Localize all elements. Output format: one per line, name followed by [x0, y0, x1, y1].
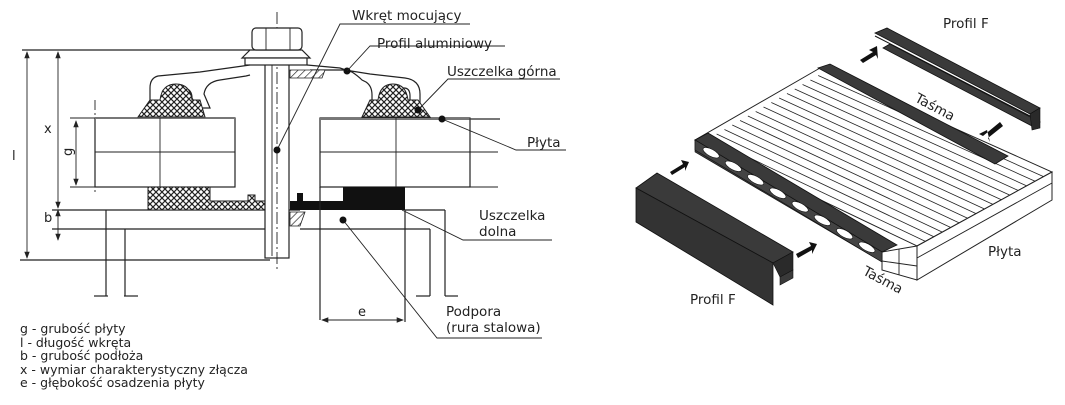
- label-plate: Płyta: [527, 135, 561, 151]
- tape-hole: [702, 147, 720, 159]
- plate-rib: [716, 133, 935, 238]
- lower-gasket-left: [147, 186, 278, 211]
- dimension-e-label: e: [358, 305, 366, 320]
- substrate: [52, 209, 300, 297]
- legend-item: e - głębokość osadzenia płyty: [20, 375, 205, 391]
- plate-rib: [763, 106, 985, 210]
- plate-rib: [732, 124, 951, 228]
- dimension-b: b: [44, 209, 61, 241]
- support-tube: [289, 187, 458, 322]
- dimension-g-label: g: [61, 148, 76, 156]
- plate-right: [319, 117, 500, 188]
- assembly-arrows: [670, 46, 1003, 258]
- plate-rib: [747, 115, 968, 219]
- label-lower-gasket-line2: dolna: [479, 224, 516, 240]
- screw: [240, 12, 312, 270]
- label-upper-gasket: Uszczelka górna: [447, 64, 557, 80]
- dimension-x-label: x: [44, 122, 52, 137]
- plate-rib: [771, 102, 994, 205]
- label-support-line1: Podpora: [446, 304, 501, 320]
- tape-hole: [724, 160, 742, 172]
- label-profile-f-bottom: Profil F: [690, 292, 736, 308]
- arrow-icon: [860, 46, 878, 63]
- plate-rib: [739, 120, 960, 224]
- plate-rib: [786, 93, 1010, 196]
- dimension-l: l: [12, 51, 30, 259]
- tape-top: [816, 63, 1009, 165]
- plate-rib: [724, 129, 943, 233]
- plate-rib: [778, 97, 1002, 201]
- legend-item: l - długość wkręta: [20, 334, 132, 350]
- tape-hole: [791, 201, 809, 213]
- legend-item: b - grubość podłoża: [20, 348, 144, 364]
- tape-hole: [836, 228, 854, 240]
- tape-hole: [747, 174, 765, 186]
- tape-hole: [813, 214, 831, 226]
- plate-rib: [755, 111, 977, 214]
- leader-lines: [273, 23, 566, 339]
- arrow-icon: [670, 160, 689, 175]
- tape-hole: [769, 187, 787, 199]
- lower-gasket-right: [290, 187, 405, 210]
- dimension-b-label: b: [44, 211, 52, 226]
- label-support-line2: (rura stalowa): [446, 320, 541, 336]
- profile-f-top: [874, 27, 1041, 131]
- dimension-x: x: [44, 51, 61, 209]
- plate-left: [94, 117, 236, 188]
- label-screw: Wkręt mocujący: [352, 8, 461, 24]
- profile-f-bottom: [635, 172, 794, 306]
- label-lower-gasket-line1: Uszczelka: [479, 208, 545, 224]
- dimension-e: e: [321, 305, 404, 323]
- cross-section-drawing: l x g b: [12, 8, 566, 339]
- dimension-legend: g - grubość płyty l - długość wkręta b -…: [20, 322, 248, 390]
- dimension-g: g: [61, 117, 95, 188]
- tape-front: [694, 132, 898, 263]
- legend-item: g - grubość płyty: [20, 321, 126, 336]
- legend-item: x - wymiar charakterystyczny złącza: [20, 361, 248, 377]
- upper-gasket-right: [361, 83, 431, 118]
- dimension-l-label: l: [12, 149, 16, 164]
- label-plate-iso: Płyta: [988, 244, 1022, 260]
- tape-hole: [858, 241, 876, 253]
- plate-rib: [802, 84, 1027, 187]
- plate-rib: [810, 79, 1036, 182]
- isometric-drawing: Profil F Taśma Płyta Taśma Profil F: [635, 16, 1054, 308]
- upper-gasket-left: [137, 83, 206, 118]
- label-profile-f-top: Profil F: [943, 16, 989, 32]
- label-aluminium-profile: Profil aluminiowy: [377, 36, 492, 52]
- arrow-icon: [979, 122, 1003, 142]
- plate-rib: [794, 88, 1019, 191]
- isometric-plate: [693, 67, 1054, 281]
- arrow-icon: [796, 242, 817, 258]
